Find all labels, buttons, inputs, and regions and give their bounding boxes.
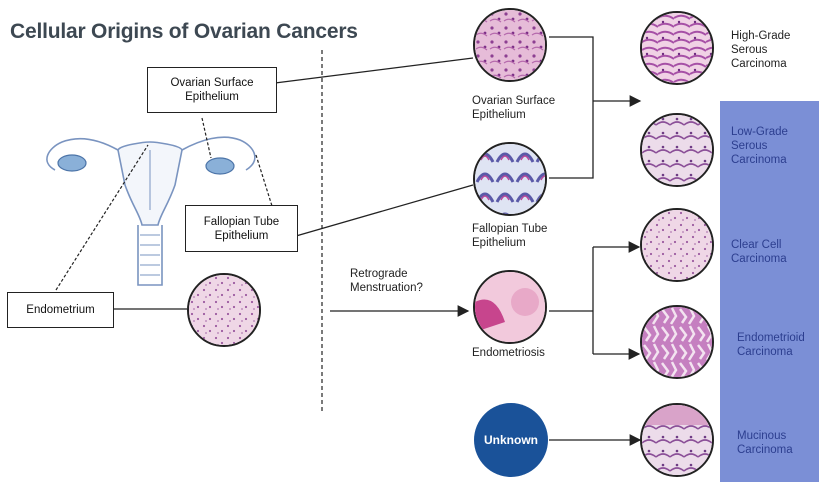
ovarian-surface-tissue-image <box>473 8 547 82</box>
cancer-image-mucinous <box>640 403 714 477</box>
endometriosis-label: Endometriosis <box>472 346 545 360</box>
unknown-origin: Unknown <box>474 403 548 477</box>
cancer-label-endometrioid: Endometrioid Carcinoma <box>737 331 805 359</box>
ovarian-surface-box: Ovarian Surface Epithelium <box>147 67 277 113</box>
cancer-label-mucinous: Mucinous Carcinoma <box>737 429 793 457</box>
cancer-label-high-grade-serous: High-Grade Serous Carcinoma <box>731 29 790 71</box>
cancer-image-clear-cell <box>640 208 714 282</box>
ovarian-surface-label: Ovarian Surface Epithelium <box>472 94 555 122</box>
cancer-label-clear-cell: Clear Cell Carcinoma <box>731 238 787 266</box>
endometrium-box-label: Endometrium <box>26 303 94 317</box>
left-ovary-icon <box>58 155 86 171</box>
endometrium-box: Endometrium <box>7 292 114 328</box>
cancer-image-endometrioid <box>640 305 714 379</box>
fallopian-tube-tissue-image <box>473 142 547 216</box>
diagram-title: Cellular Origins of Ovarian Cancers <box>10 20 358 44</box>
cancer-image-low-grade-serous <box>640 113 714 187</box>
fallopian-tube-box-label: Fallopian Tube Epithelium <box>204 215 279 243</box>
fallopian-tube-label: Fallopian Tube Epithelium <box>472 222 547 250</box>
retrograde-label: Retrograde Menstruation? <box>350 267 423 295</box>
right-ovary-icon <box>206 158 234 174</box>
unknown-label: Unknown <box>484 433 538 447</box>
cancer-label-low-grade-serous: Low-Grade Serous Carcinoma <box>731 125 788 167</box>
cancer-image-high-grade-serous <box>640 11 714 85</box>
endometrium-tissue-image <box>187 273 261 347</box>
ovarian-surface-box-label: Ovarian Surface Epithelium <box>170 76 253 104</box>
endometriosis-tissue-image <box>473 270 547 344</box>
fallopian-tube-box: Fallopian Tube Epithelium <box>185 205 298 252</box>
